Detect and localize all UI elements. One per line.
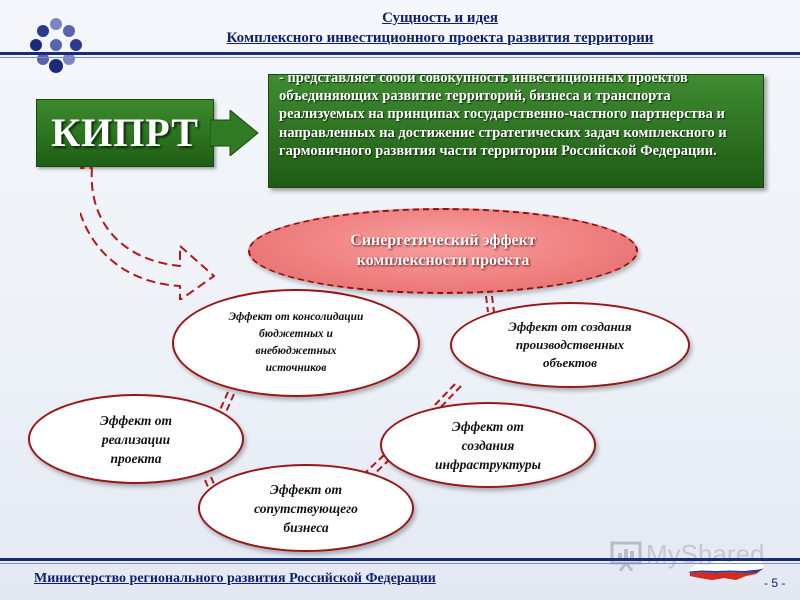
effect-consolidation-line-4: источников [265,362,327,374]
right-arrow-icon [210,110,259,156]
page-title: Сущность и идея Комплексного инвестицион… [120,8,760,48]
page-title-line-1: Сущность и идея [382,10,498,26]
effect-production-node: Эффект от создания производственных объе… [450,302,690,388]
effect-infrastructure-line-2: создания [461,437,515,453]
effect-realization-node: Эффект от реализации проекта [28,394,244,484]
effect-realization-line-3: проекта [110,450,162,466]
effect-infrastructure-node: Эффект от создания инфраструктуры [380,402,596,488]
ministry-name: Министерство регионального развития Росс… [34,571,436,586]
effect-infrastructure-line-3: инфраструктуры [435,456,541,472]
footer-divider-thin [0,563,800,564]
effect-infrastructure-line-1: Эффект от [452,418,524,434]
kiprt-definition: - представляет собой совокупность инвест… [279,74,727,159]
effect-business-node: Эффект от сопутствующего бизнеса [198,464,414,552]
page-number: - 5 - [764,576,786,590]
effect-consolidation-line-3: внебюджетных [255,345,337,357]
effect-production-line-1: Эффект от создания [508,319,632,334]
effect-consolidation-line-1: Эффект от консолидации [228,311,364,323]
header-divider-thin [0,57,800,58]
effect-business-line-2: сопутствующего [254,500,358,516]
curved-arrow-icon [80,167,215,300]
effect-consolidation-line-2: бюджетных и [259,328,333,340]
effect-consolidation-node: Эффект от консолидации бюджетных и внебю… [172,289,420,397]
effect-production-line-3: объектов [543,355,597,370]
synergy-label-line-1: Синергетический эффект [350,232,536,249]
ministry-logo [30,18,82,73]
effect-production-line-2: производственных [515,337,625,352]
presentation-icon [610,541,642,571]
effect-realization-line-2: реализации [101,431,171,447]
synergy-effect-node: Синергетический эффект комплексности про… [248,208,638,294]
kiprt-label: КИПРТ [36,99,214,167]
synergy-label-line-2: комплексности проекта [356,252,530,269]
footer-divider [0,558,800,561]
effect-realization-line-1: Эффект от [100,412,172,428]
effect-business-line-1: Эффект от [270,481,342,497]
kiprt-definition-box: - представляет собой совокупность инвест… [268,74,764,188]
header-divider [0,52,800,55]
effect-business-line-3: бизнеса [283,519,329,535]
page-title-line-2: Комплексного инвестиционного проекта раз… [226,30,654,46]
